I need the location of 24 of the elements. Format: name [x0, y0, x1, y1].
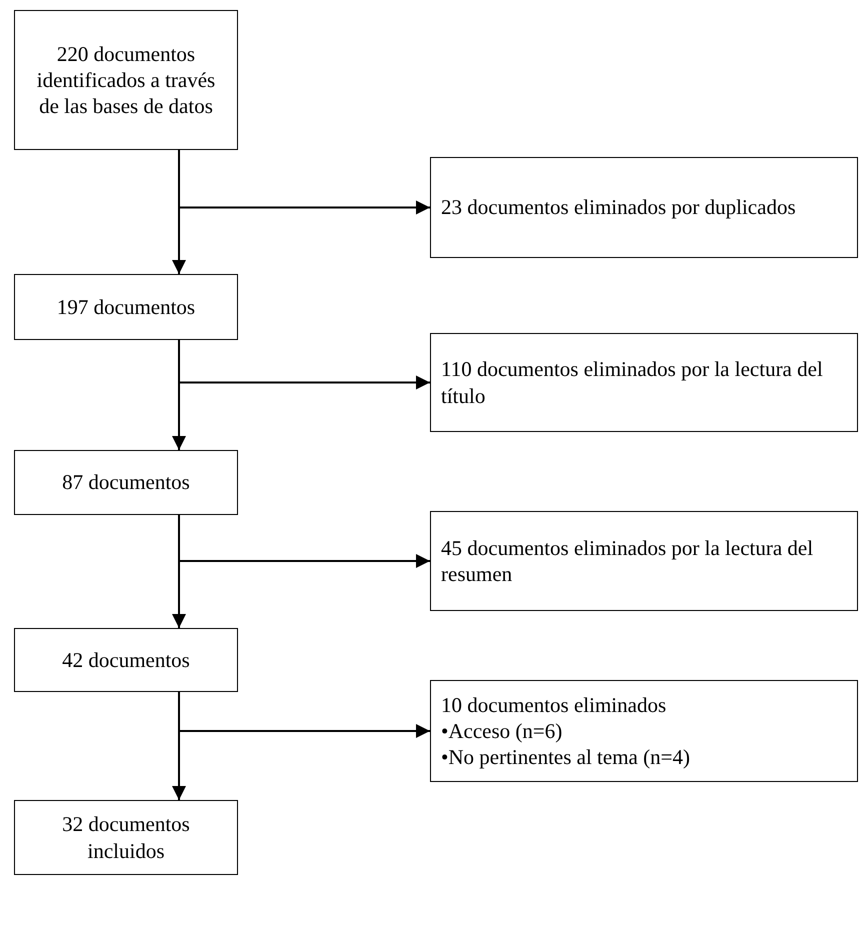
box-text: 10 documentos eliminados — [441, 692, 668, 718]
process-box — [14, 10, 238, 150]
box-text: •No pertinentes al tema (n=4) — [441, 744, 691, 770]
box-text: 220 documentos identificados a través de las bases de datos — [36, 40, 216, 120]
box-text: 110 documentos eliminados por la lectura del título — [441, 356, 824, 409]
process-box — [430, 680, 858, 782]
arrow — [178, 340, 430, 390]
process-box — [430, 511, 858, 611]
box-text: 87 documentos — [62, 469, 190, 496]
box-text: 45 documentos eliminados por la lectura del resumen — [441, 534, 814, 588]
arrow — [178, 515, 430, 568]
process-box — [14, 450, 238, 515]
arrow — [178, 692, 430, 738]
process-box — [430, 157, 858, 258]
box-text: 197 documentos — [56, 294, 196, 320]
process-box — [14, 274, 238, 340]
process-box — [14, 800, 238, 875]
box-text: 42 documentos — [62, 646, 190, 674]
box-text: 23 documentos eliminados por duplicados — [441, 194, 797, 221]
box-text: •Acceso (n=6) — [441, 718, 564, 744]
box-text: 32 documentos incluidos — [61, 811, 191, 864]
process-box — [430, 333, 858, 432]
arrow — [178, 150, 430, 214]
process-box — [14, 628, 238, 692]
